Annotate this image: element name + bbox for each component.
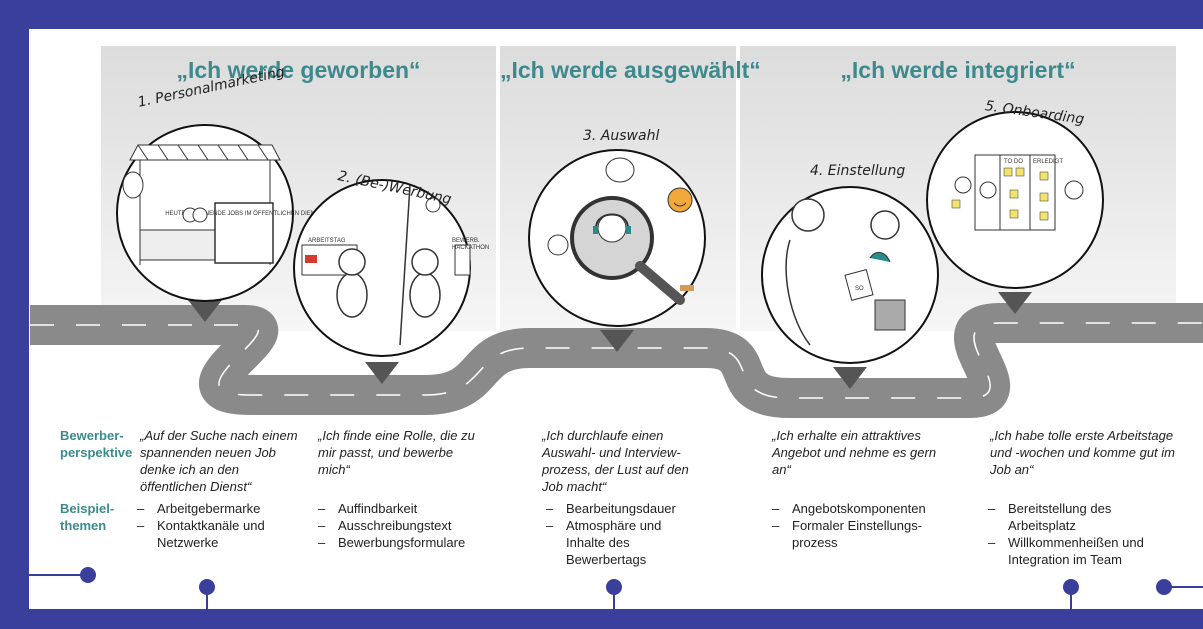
row-label-perspective: Bewerber-perspektive (60, 428, 133, 460)
quote-1: „Auf der Suche nach einem spannenden neu… (140, 428, 298, 494)
topic-item: Auffindbarkeit (314, 500, 494, 517)
topic-item: Bewerbungsformulare (314, 534, 494, 551)
step-label-4: 4. Einstellung (810, 163, 906, 179)
quote-2: „Ich finde eine Rolle, die zu mir passt,… (318, 428, 475, 477)
stage-title-2: „Ich werde ausgewählt“ (500, 57, 761, 83)
topic-item: Angebotskomponenten (768, 500, 958, 517)
circle-bewerbung (293, 179, 471, 384)
topic-item: Bereitstellung des Arbeitsplatz (984, 500, 1179, 534)
tag-arbeitstag: ARBEITSTAG (308, 238, 346, 244)
board-todo: TO DO (1004, 159, 1023, 165)
row-label-topics: Beispiel-themen (60, 501, 115, 533)
quote-5: „Ich habe tolle erste Arbeitstage und -w… (990, 428, 1175, 477)
topic-item: Atmosphäre und Inhalte des Bewerbertags (542, 517, 692, 568)
topics-list-4: Angebotskomponenten Formaler Einstellung… (768, 500, 958, 551)
circle-personalmarketing: HEUTE: SPANNENDE JOBS IM ÖFFENTLICHEN DI… (116, 124, 323, 322)
stage-title-3: „Ich werde integriert“ (840, 57, 1076, 83)
topic-item: Ausschreibungstext (314, 517, 494, 534)
stage-title-1: „Ich werde geworben“ (176, 57, 421, 83)
contract-text: SO (855, 286, 864, 292)
road (30, 303, 1203, 418)
topic-item: Willkommenheißen und Integration im Team (984, 534, 1179, 568)
circle-auswahl (528, 149, 706, 352)
topics-list-5: Bereitstellung des Arbeitsplatz Willkomm… (984, 500, 1179, 568)
topics-list-1: Arbeitgebermarke Kontaktkanäle und Netzw… (133, 500, 303, 551)
circle-einstellung: SO (761, 186, 939, 389)
board-done: ERLEDIGT (1033, 159, 1063, 165)
sign-text: HEUTE: SPANNENDE JOBS IM ÖFFENTLICHEN DI… (165, 210, 323, 217)
tag-hackathon: BEWERB. HACKATHON (452, 238, 490, 251)
topic-item: Formaler Einstellungs-prozess (768, 517, 958, 551)
step-label-3: 3. Auswahl (583, 128, 660, 144)
circle-onboarding: TO DO ERLEDIGT (926, 111, 1104, 314)
topic-item: Arbeitgebermarke (133, 500, 303, 517)
topic-item: Kontaktkanäle und Netzwerke (133, 517, 303, 551)
topics-list-2: Auffindbarkeit Ausschreibungstext Bewerb… (314, 500, 494, 551)
quote-3: „Ich durchlaufe einen Auswahl- und Inter… (542, 428, 689, 494)
topics-list-3: Bearbeitungsdauer Atmosphäre und Inhalte… (542, 500, 692, 568)
topic-item: Bearbeitungsdauer (542, 500, 692, 517)
quote-4: „Ich erhalte ein attraktives Angebot und… (772, 428, 937, 477)
timeline (0, 567, 1203, 629)
